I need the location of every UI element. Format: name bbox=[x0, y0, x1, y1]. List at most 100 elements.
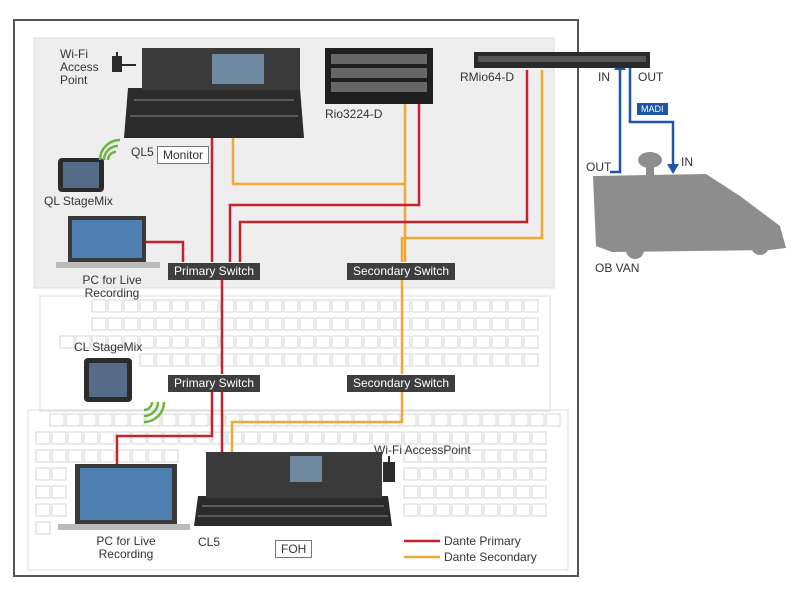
primary-switch-top: Primary Switch bbox=[168, 263, 261, 280]
seat bbox=[99, 449, 115, 463]
seat bbox=[315, 335, 331, 349]
seat bbox=[411, 317, 427, 331]
foh-label: FOH bbox=[275, 540, 313, 558]
seat bbox=[35, 485, 51, 499]
seat bbox=[435, 503, 451, 517]
seat bbox=[451, 467, 467, 481]
seat bbox=[369, 413, 385, 427]
seat bbox=[35, 521, 51, 535]
seat bbox=[107, 335, 123, 349]
in-top-label: IN bbox=[598, 70, 610, 84]
seat bbox=[235, 353, 251, 367]
cl-stagemix-tablet bbox=[84, 358, 132, 402]
seat bbox=[91, 335, 107, 349]
seat bbox=[491, 317, 507, 331]
seat bbox=[155, 335, 171, 349]
seat bbox=[513, 413, 529, 427]
seat bbox=[291, 431, 307, 445]
seat bbox=[179, 431, 195, 445]
seat bbox=[435, 449, 451, 463]
seat bbox=[147, 431, 163, 445]
seat bbox=[507, 299, 523, 313]
seat bbox=[499, 467, 515, 481]
seat bbox=[459, 353, 475, 367]
seat bbox=[99, 431, 115, 445]
seat bbox=[65, 413, 81, 427]
pc-live-top-laptop bbox=[56, 216, 160, 268]
seat bbox=[459, 335, 475, 349]
seat bbox=[161, 413, 177, 427]
seat bbox=[523, 317, 539, 331]
seat bbox=[259, 431, 275, 445]
seat bbox=[491, 299, 507, 313]
seat bbox=[97, 413, 113, 427]
seat bbox=[49, 413, 65, 427]
seat bbox=[515, 431, 531, 445]
seat bbox=[499, 485, 515, 499]
seat bbox=[483, 467, 499, 481]
seat bbox=[235, 335, 251, 349]
seat bbox=[475, 335, 491, 349]
pc-live-top-label: PC for Live Recording bbox=[82, 273, 142, 300]
seat bbox=[443, 353, 459, 367]
seat bbox=[411, 353, 427, 367]
wifi-access-point-top-label: Wi-Fi Access Point bbox=[60, 47, 99, 87]
seat bbox=[355, 431, 371, 445]
seat bbox=[427, 335, 443, 349]
out-van-label: OUT bbox=[586, 160, 612, 174]
seat bbox=[35, 467, 51, 481]
rmio64-label: RMio64-D bbox=[460, 70, 515, 84]
ql5-console bbox=[124, 48, 304, 138]
seat bbox=[59, 335, 75, 349]
seat bbox=[475, 299, 491, 313]
pc-live-bottom-label: PC for Live Recording bbox=[96, 534, 156, 561]
primary-switch-bottom: Primary Switch bbox=[168, 375, 261, 392]
seat bbox=[123, 317, 139, 331]
seat bbox=[227, 431, 243, 445]
seat bbox=[35, 449, 51, 463]
seat bbox=[435, 467, 451, 481]
seat bbox=[363, 353, 379, 367]
seat bbox=[243, 431, 259, 445]
seat bbox=[123, 335, 139, 349]
seat bbox=[219, 299, 235, 313]
madi-label: MADI bbox=[637, 103, 668, 115]
seat bbox=[129, 413, 145, 427]
cl-stagemix-label: CL StageMix bbox=[74, 340, 143, 354]
seat bbox=[35, 431, 51, 445]
legend-secondary-label: Dante Secondary bbox=[444, 550, 537, 564]
seat bbox=[171, 335, 187, 349]
seat bbox=[187, 299, 203, 313]
seat bbox=[321, 413, 337, 427]
seat bbox=[91, 299, 107, 313]
seat bbox=[307, 431, 323, 445]
seat bbox=[475, 353, 491, 367]
seat bbox=[419, 449, 435, 463]
seat bbox=[177, 413, 193, 427]
rio3224-device bbox=[325, 48, 433, 104]
seat bbox=[171, 353, 187, 367]
seat bbox=[107, 299, 123, 313]
seat bbox=[331, 353, 347, 367]
seat bbox=[81, 413, 97, 427]
seat bbox=[427, 299, 443, 313]
seat bbox=[219, 353, 235, 367]
seat bbox=[67, 431, 83, 445]
seat bbox=[499, 431, 515, 445]
secondary-switch-bottom: Secondary Switch bbox=[347, 375, 456, 392]
seat bbox=[467, 503, 483, 517]
seat bbox=[379, 335, 395, 349]
seat bbox=[139, 353, 155, 367]
seat bbox=[241, 413, 257, 427]
wifi-access-point-bottom-device bbox=[383, 456, 395, 482]
ob-van-silhouette bbox=[593, 152, 786, 259]
seat bbox=[347, 353, 363, 367]
seat bbox=[267, 299, 283, 313]
seat bbox=[435, 485, 451, 499]
seat bbox=[315, 317, 331, 331]
seat bbox=[211, 431, 227, 445]
seat bbox=[299, 335, 315, 349]
seat bbox=[283, 335, 299, 349]
seat bbox=[515, 467, 531, 481]
seat bbox=[337, 413, 353, 427]
